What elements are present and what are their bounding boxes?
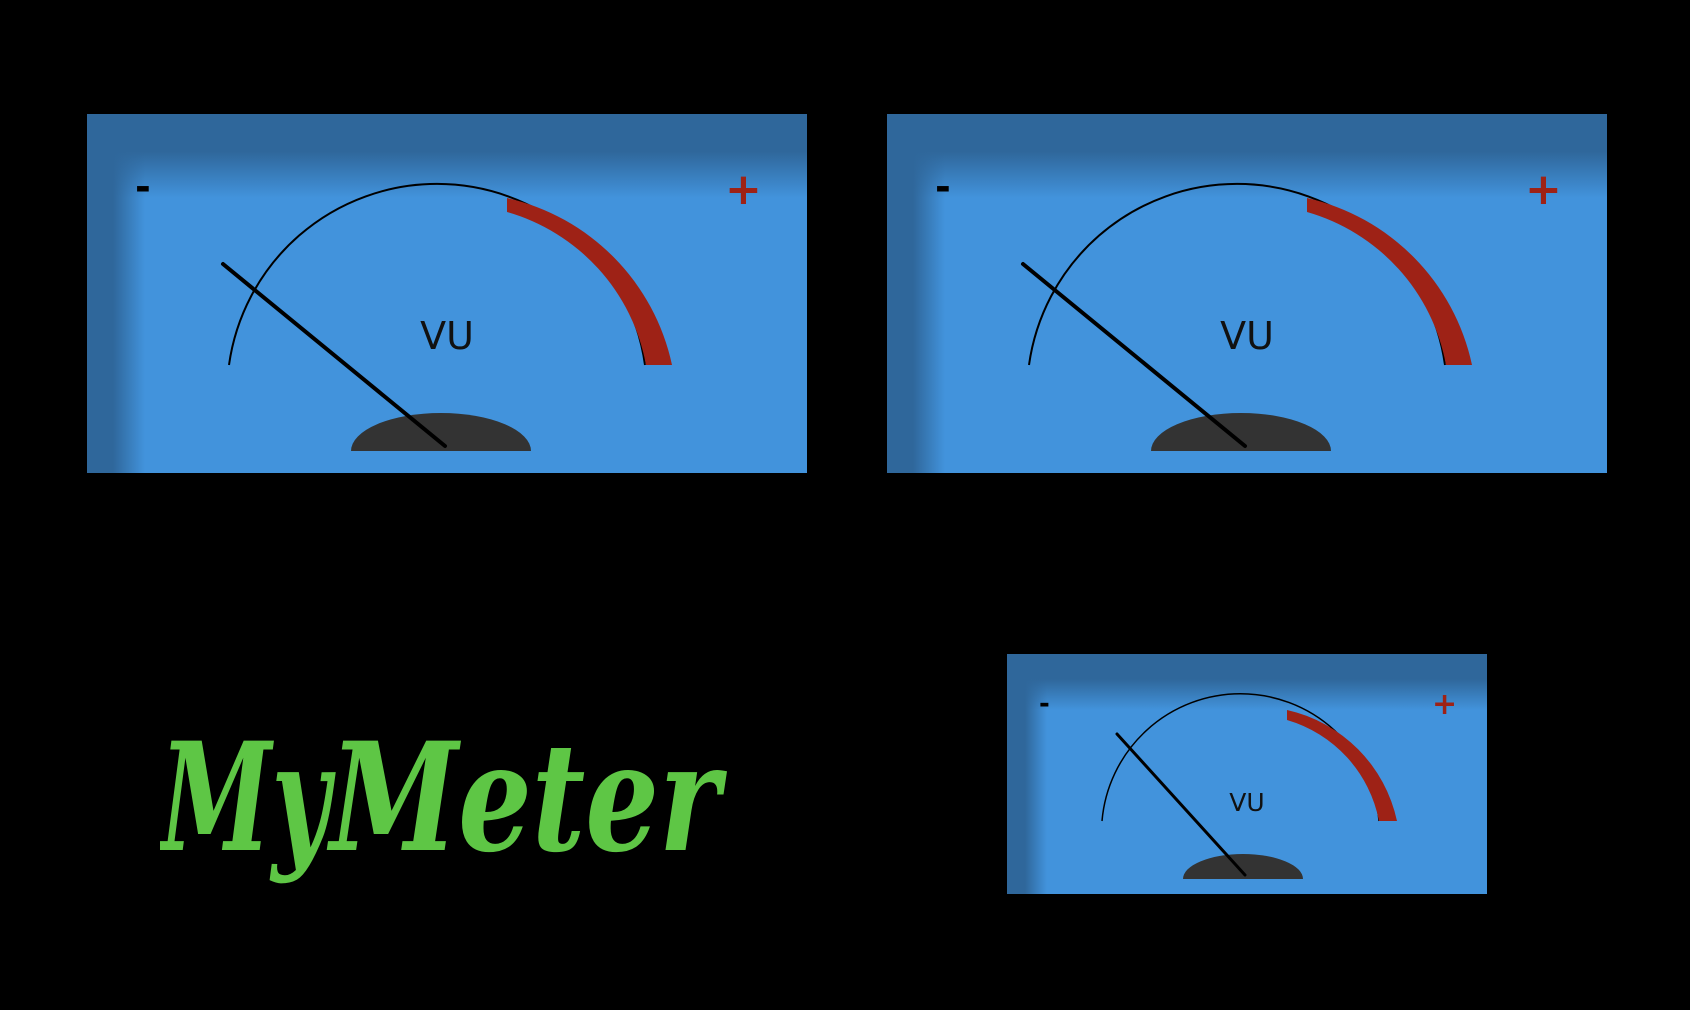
vu-label: VU xyxy=(420,314,474,358)
minus-label: - xyxy=(1039,689,1050,719)
vu-label: VU xyxy=(1220,314,1274,358)
vu-meter-large-left: - + VU xyxy=(87,114,807,473)
meter-needle xyxy=(221,262,447,448)
vu-label: VU xyxy=(1229,788,1264,817)
logo-text-suffix: Meter xyxy=(326,710,728,886)
red-zone-arc xyxy=(507,198,672,365)
vu-meter-large-right: - + VU xyxy=(887,114,1607,473)
meter-face-graphic: - + VU xyxy=(135,164,762,473)
mymeter-logo: My Meter xyxy=(160,710,728,886)
plus-label: + xyxy=(725,164,762,215)
meter-face-graphic: - + VU xyxy=(935,164,1562,473)
logo-text-prefix: My xyxy=(160,710,336,886)
meter-needle xyxy=(1021,262,1247,448)
minus-label: - xyxy=(935,165,951,209)
vu-meter-small: - + VU xyxy=(1007,654,1487,894)
red-zone-arc xyxy=(1307,198,1472,365)
meter-needle xyxy=(1115,732,1247,877)
red-zone-arc xyxy=(1287,710,1397,821)
meter-face-graphic: - + VU xyxy=(1039,687,1457,894)
plus-label: + xyxy=(1432,687,1457,722)
minus-label: - xyxy=(135,165,151,209)
plus-label: + xyxy=(1525,164,1562,215)
